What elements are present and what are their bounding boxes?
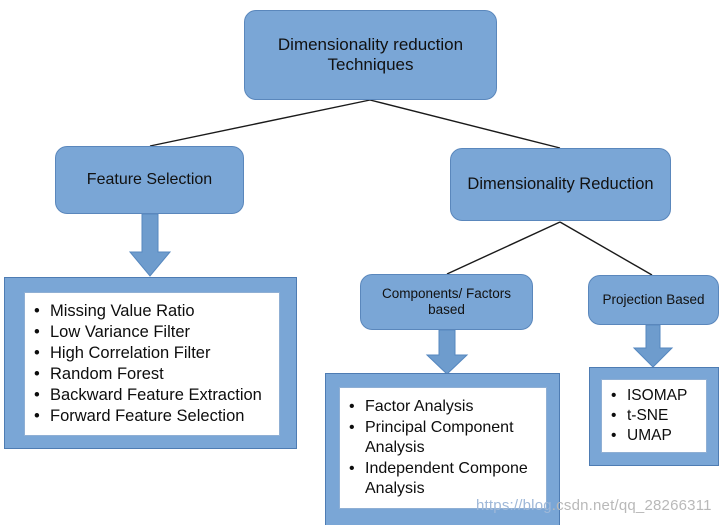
connector-dimred-to-components [446, 221, 561, 275]
list-item: High Correlation Filter [31, 343, 279, 364]
list-item: Low Variance Filter [31, 322, 279, 343]
connector-dimred-to-projection [559, 221, 653, 276]
watermark-text-left: https://blog [476, 497, 552, 514]
connector-root-to-feature-selection [149, 99, 371, 147]
node-feature-selection-label: Feature Selection [86, 170, 213, 188]
projection-based-method-list: ISOMAP t-SNE UMAP [608, 386, 706, 446]
node-projection-based[interactable]: Projection Based [588, 275, 719, 325]
list-item: Factor Analysis [346, 397, 546, 418]
list-item: Principal Component Analysis [346, 418, 546, 459]
arrow-components-to-list [425, 329, 469, 375]
node-root-label: Dimensionality reduction Techniques [277, 34, 464, 74]
list-item: UMAP [608, 426, 706, 446]
arrow-projection-to-list [632, 324, 674, 368]
list-item: t-SNE [608, 406, 706, 426]
listbox-projection-based-methods: ISOMAP t-SNE UMAP [589, 367, 719, 466]
list-item: ISOMAP [608, 386, 706, 406]
listbox-components-factors-methods: Factor Analysis Principal Component Anal… [325, 373, 560, 525]
listbox-projection-based-inner: ISOMAP t-SNE UMAP [601, 379, 707, 453]
list-item: Forward Feature Selection [31, 406, 279, 427]
feature-selection-method-list: Missing Value Ratio Low Variance Filter … [31, 301, 279, 427]
watermark-text-right: .csdn.net/qq_28266311 [551, 497, 712, 514]
node-dimensionality-reduction[interactable]: Dimensionality Reduction [450, 148, 671, 221]
node-components-factors-label: Components/ Factors based [381, 286, 512, 317]
node-dimensionality-reduction-label: Dimensionality Reduction [467, 174, 654, 193]
watermark: https://blog.csdn.net/qq_28266311 [476, 497, 712, 514]
connector-root-to-dimensionality-reduction [369, 99, 561, 149]
list-item: Missing Value Ratio [31, 301, 279, 322]
node-feature-selection[interactable]: Feature Selection [55, 146, 244, 214]
arrow-feature-selection-to-list [128, 213, 172, 277]
node-dimensionality-reduction-techniques[interactable]: Dimensionality reduction Techniques [244, 10, 497, 100]
components-factors-method-list: Factor Analysis Principal Component Anal… [346, 397, 546, 500]
node-projection-based-label: Projection Based [602, 292, 705, 308]
listbox-feature-selection-inner: Missing Value Ratio Low Variance Filter … [24, 292, 280, 436]
list-item: Backward Feature Extraction [31, 385, 279, 406]
listbox-feature-selection-methods: Missing Value Ratio Low Variance Filter … [4, 277, 297, 449]
node-components-factors-based[interactable]: Components/ Factors based [360, 274, 533, 330]
list-item: Independent Compone Analysis [346, 459, 546, 500]
listbox-components-factors-inner: Factor Analysis Principal Component Anal… [339, 387, 547, 509]
list-item: Random Forest [31, 364, 279, 385]
